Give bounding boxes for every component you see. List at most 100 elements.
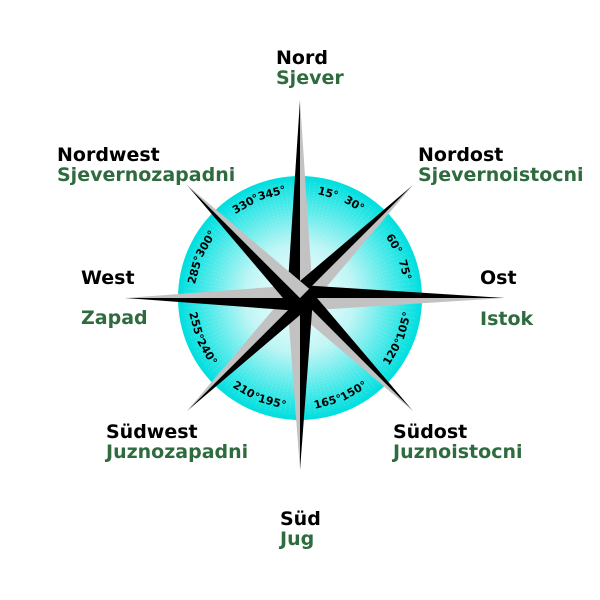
ring-ray [321,198,364,265]
label-northwest-croatian: Sjevernozapadni [57,164,236,186]
ring-ray [311,185,336,260]
ring-ray [200,319,267,362]
ring-ray [236,331,279,398]
star-point-southeast-light-half [290,298,414,412]
degree-label: 75° [396,258,414,281]
star-point-south-light-half [287,298,300,470]
degree-label: 15° [316,184,339,202]
star-point-north-light-half [300,100,313,298]
ring-ray [338,272,416,290]
ring-ray [333,234,400,277]
label-west-croatian: Zapad [81,307,148,329]
ring-ray [184,306,262,324]
ring-ray [254,188,285,262]
ring-ray [274,182,292,260]
ring-ray [338,309,413,334]
ring-ray [336,247,408,282]
label-southeast-german: Südost [393,421,468,443]
star-point-west-dark-half [125,298,300,311]
ring-ray [195,316,265,353]
ring-ray [232,330,278,395]
ring-ray [334,238,403,279]
ring-ray [338,267,415,288]
label-north-croatian: Sjever [276,67,344,89]
ring-ray [310,336,331,413]
star-point-north-dark-half [287,100,300,298]
ring-ray [197,238,266,279]
ring-ray [183,304,261,319]
ring-ray [192,247,264,282]
ring-ray [333,319,400,362]
ring-ray [240,195,281,264]
ring-ray [336,313,410,344]
star-point-southwest [186,288,310,412]
ring-ray [190,252,264,283]
ring-ray [185,308,262,329]
ring-ray [279,337,294,415]
ring-ray [203,320,268,366]
label-south-croatian: Jug [280,528,315,550]
label-southeast-croatian: Juznoistocni [393,441,523,463]
ring-ray [187,262,262,287]
ring-ray [184,272,262,290]
label-east-german: Ost [480,267,517,289]
star-point-southwest-light-half [186,288,300,412]
ring-ray [337,257,411,285]
ring-ray [254,334,285,408]
ring-ray [310,183,331,260]
ring-ray [269,183,290,260]
compass-star [125,100,505,470]
label-southwest-croatian: Juznozapadni [106,441,249,463]
star-point-northeast [290,184,414,308]
ring-ray [236,198,279,265]
ring-ray [200,234,267,277]
ring-ray [335,316,405,353]
ring-ray [264,185,289,260]
star-point-south [287,298,313,470]
ring-ray [269,336,290,413]
ring-ray [249,334,284,406]
star-point-northwest-dark-half [186,184,300,308]
ring-ray [332,230,397,276]
star-point-southeast-dark-half [300,288,414,412]
ring-ray [264,336,289,411]
ring-ray [316,190,351,262]
star-point-northwest-light-half [186,184,310,298]
ring-ray [245,193,282,263]
ring-ray [308,336,326,414]
ring-ray [249,190,284,262]
label-north-german: Nord [276,47,328,69]
ring-ray [316,334,351,406]
ring-ray [190,313,264,344]
ring-ray [336,252,410,283]
label-southwest-german: Südwest [106,421,198,443]
ring-ray [332,320,397,366]
label-south-german: Süd [280,508,321,530]
star-point-northeast-light-half [300,184,414,308]
ring-ray [274,336,292,414]
ring-ray [195,243,265,280]
ring-ray [318,193,355,263]
star-point-southeast [290,288,414,412]
ring-ray [315,188,346,262]
ring-ray [187,309,262,334]
ring-ray [259,335,287,409]
ring-ray [313,335,341,409]
ring-ray [322,330,368,395]
ring-ray [315,334,346,408]
ring-ray [322,201,368,266]
ring-ray [189,257,263,285]
ring-ray [245,333,282,403]
ring-ray [338,308,415,329]
star-point-east [300,285,505,311]
star-point-south-dark-half [300,298,313,470]
label-east-croatian: Istok [480,308,534,330]
ring-ray [335,243,405,280]
ring-ray [308,182,326,260]
ring-ray [240,332,281,401]
label-west-german: West [81,267,135,289]
star-point-west-light-half [125,285,300,298]
star-point-northeast-dark-half [290,184,414,298]
label-northeast-german: Nordost [418,144,504,166]
